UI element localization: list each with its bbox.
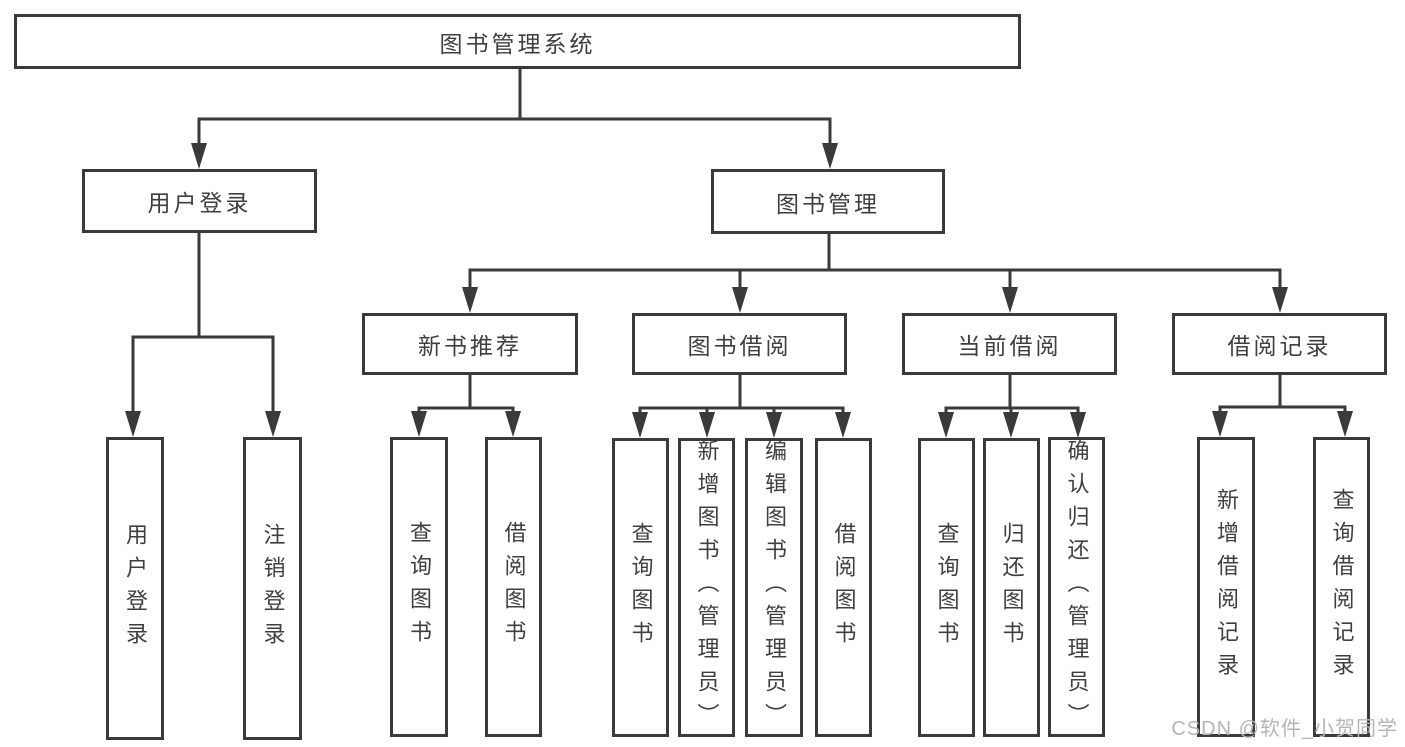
leaf-add-books-admin: 新增图书（管理员） (678, 438, 735, 737)
arrowhead-icon (732, 287, 748, 313)
leaf-edit-books-admin: 编辑图书（管理员） (745, 438, 803, 737)
node-current-borrowing: 当前借阅 (902, 313, 1117, 375)
node-label: 确认归还（管理员） (1064, 438, 1090, 736)
node-label: 新增图书（管理员） (694, 439, 720, 736)
node-label: 用户登录 (147, 190, 252, 216)
node-new-book-recommend: 新书推荐 (362, 313, 578, 375)
arrowhead-icon (191, 143, 207, 169)
arrowhead-icon (462, 287, 478, 313)
node-book-borrowing: 图书借阅 (632, 313, 847, 375)
node-label: 查询图书 (934, 521, 960, 654)
node-user-login: 用户登录 (82, 169, 317, 233)
node-label: 图书管理 (776, 190, 880, 217)
node-label: 借阅记录 (1227, 333, 1332, 359)
arrowhead-icon (1002, 287, 1018, 313)
node-label: 查询图书 (628, 521, 654, 654)
arrowhead-icon (505, 411, 521, 437)
leaf-query-borrow-record: 查询借阅记录 (1313, 437, 1370, 737)
node-label: 借阅图书 (501, 521, 527, 653)
arrowhead-icon (766, 412, 782, 438)
leaf-query-books-3: 查询图书 (918, 438, 975, 737)
arrowhead-icon (632, 412, 648, 438)
node-label: 用户登录 (123, 522, 148, 655)
arrowhead-icon (411, 411, 427, 437)
node-label: 当前借阅 (957, 333, 1062, 359)
leaf-user-login: 用户登录 (106, 437, 164, 740)
leaf-add-borrow-record: 新增借阅记录 (1197, 437, 1255, 737)
node-book-management: 图书管理 (711, 169, 945, 234)
arrowhead-icon (125, 411, 141, 437)
arrowhead-icon (938, 412, 954, 438)
node-label: 归还图书 (999, 521, 1025, 654)
arrowhead-icon (699, 412, 715, 438)
arrowhead-icon (265, 411, 281, 437)
leaf-borrow-books-1: 借阅图书 (485, 437, 542, 737)
arrowhead-icon (1003, 412, 1019, 438)
node-label: 借阅图书 (831, 521, 857, 654)
arrowhead-icon (1070, 412, 1086, 438)
arrowhead-icon (835, 412, 851, 438)
node-label: 查询借阅记录 (1329, 488, 1355, 686)
arrowhead-icon (1272, 287, 1288, 313)
node-label: 编辑图书（管理员） (762, 439, 787, 736)
watermark: CSDN @软件_小贺同学 (1171, 718, 1398, 740)
leaf-query-books-1: 查询图书 (390, 437, 448, 737)
leaf-query-books-2: 查询图书 (612, 438, 669, 737)
leaf-confirm-return-admin: 确认归还（管理员） (1048, 437, 1105, 737)
arrowhead-icon (1212, 411, 1228, 437)
node-borrowing-records: 借阅记录 (1172, 313, 1387, 375)
arrowhead-icon (822, 143, 838, 169)
node-label: 注销登录 (260, 522, 286, 655)
node-label: 新增借阅记录 (1214, 488, 1239, 686)
node-label: 图书借阅 (687, 333, 792, 359)
node-label: 图书管理系统 (439, 30, 596, 57)
node-label: 新书推荐 (418, 333, 522, 359)
leaf-logout-login: 注销登录 (243, 437, 302, 740)
node-label: 查询图书 (407, 521, 432, 653)
node-library-system: 图书管理系统 (14, 14, 1021, 69)
arrowhead-icon (1337, 411, 1353, 437)
leaf-borrow-books-2: 借阅图书 (815, 438, 872, 737)
leaf-return-books: 归还图书 (983, 438, 1040, 737)
